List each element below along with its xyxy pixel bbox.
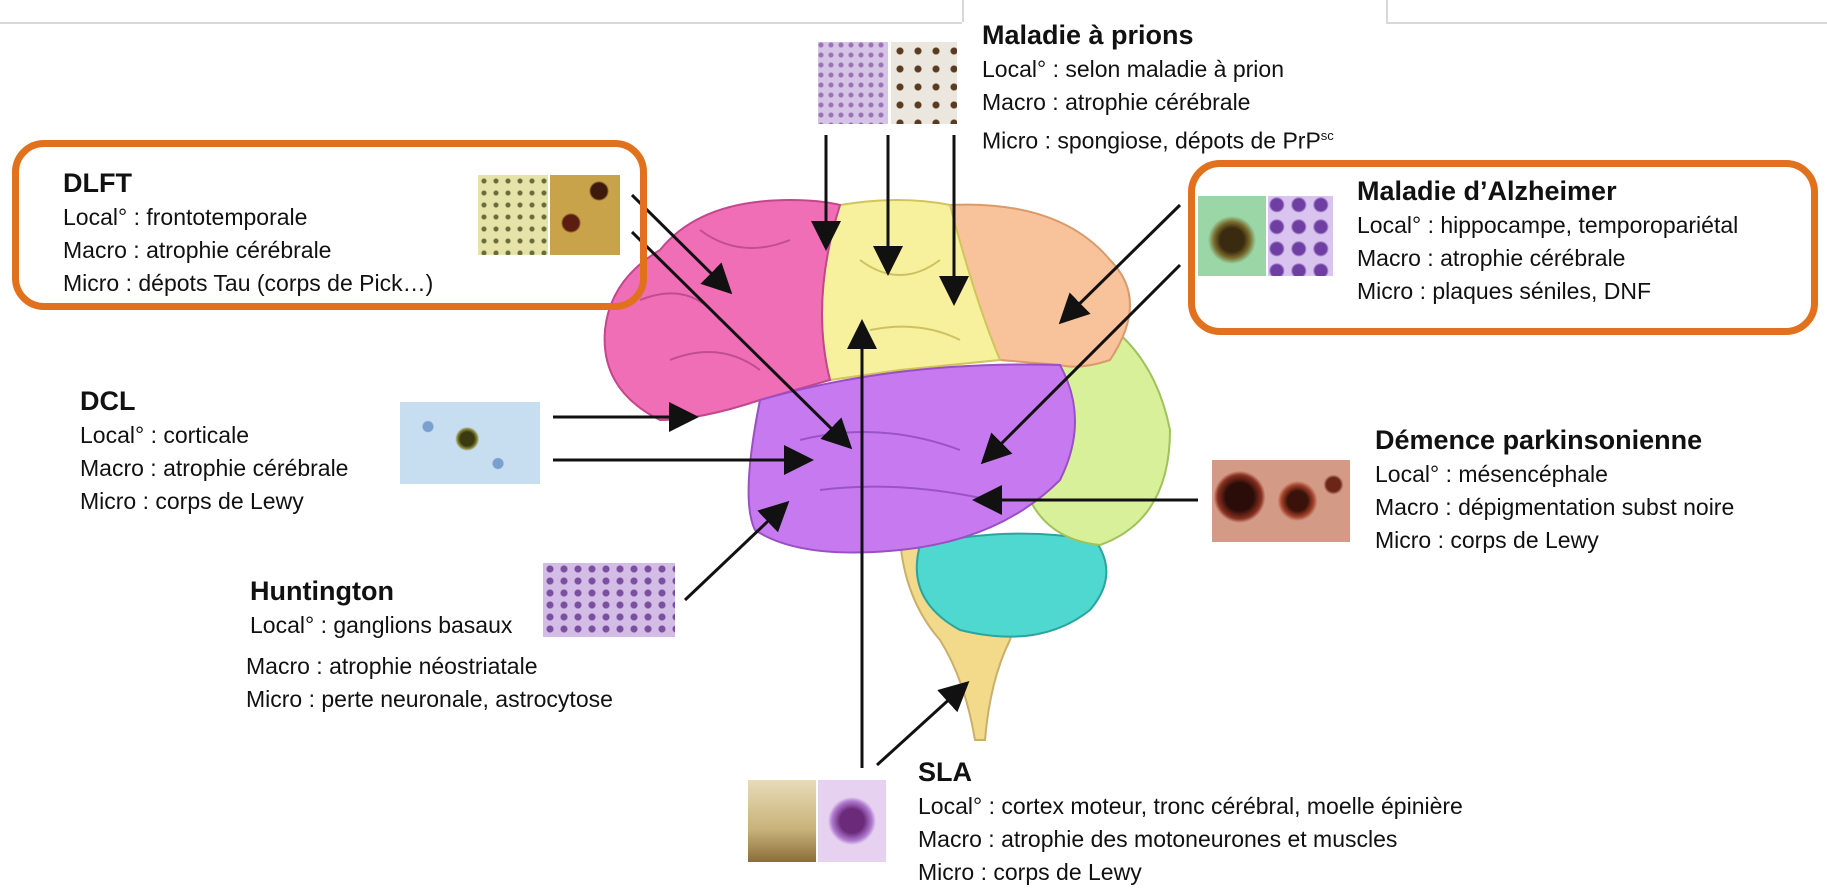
- parkinson-histology-image: [1212, 460, 1350, 542]
- arrow-sla-2: [877, 685, 965, 765]
- prions-immuno-image: [891, 42, 957, 124]
- sla-muscle-image: [748, 780, 816, 862]
- alzheimer-local: Local° : hippocampe, temporopariétal: [1357, 209, 1738, 242]
- huntington-details: Macro : atrophie néostriatale Micro : pe…: [246, 650, 613, 716]
- sla-block: SLA Local° : cortex moteur, tronc cérébr…: [918, 754, 1463, 889]
- prions-block: Maladie à prions Local° : selon maladie …: [982, 17, 1334, 158]
- dlft-pick-body-image: [550, 175, 620, 255]
- dcl-macro: Macro : atrophie cérébrale: [80, 452, 348, 485]
- prions-histology-image: [818, 42, 888, 124]
- alzheimer-title: Maladie d’Alzheimer: [1357, 173, 1738, 209]
- arrow-huntington: [685, 505, 785, 600]
- parkinson-micro: Micro : corps de Lewy: [1375, 524, 1734, 557]
- cerebellum: [917, 534, 1107, 637]
- dlft-macro: Macro : atrophie cérébrale: [63, 234, 433, 267]
- dlft-block: DLFT Local° : frontotemporale Macro : at…: [63, 165, 433, 300]
- dlft-local: Local° : frontotemporale: [63, 201, 433, 234]
- dcl-local: Local° : corticale: [80, 419, 348, 452]
- dcl-micro: Micro : corps de Lewy: [80, 485, 348, 518]
- sla-local: Local° : cortex moteur, tronc cérébral, …: [918, 790, 1463, 823]
- alzheimer-micro: Micro : plaques séniles, DNF: [1357, 275, 1738, 308]
- huntington-macro: Macro : atrophie néostriatale: [246, 650, 613, 683]
- dlft-histology-image: [478, 175, 548, 255]
- sla-title: SLA: [918, 754, 1463, 790]
- dlft-micro: Micro : dépots Tau (corps de Pick…): [63, 267, 433, 300]
- huntington-title: Huntington: [250, 573, 512, 609]
- alzheimer-block: Maladie d’Alzheimer Local° : hippocampe,…: [1357, 173, 1738, 308]
- alzheimer-tangle-image: [1268, 196, 1333, 276]
- prions-title: Maladie à prions: [982, 17, 1334, 53]
- dcl-block: DCL Local° : corticale Macro : atrophie …: [80, 383, 348, 518]
- dlft-title: DLFT: [63, 165, 433, 201]
- prions-local: Local° : selon maladie à prion: [982, 53, 1334, 86]
- parkinson-macro: Macro : dépigmentation subst noire: [1375, 491, 1734, 524]
- parkinson-block: Démence parkinsonienne Local° : mésencép…: [1375, 422, 1734, 557]
- dcl-title: DCL: [80, 383, 348, 419]
- prions-micro: Micro : spongiose, dépots de PrPsc: [982, 119, 1334, 158]
- huntington-block: Huntington Local° : ganglions basaux: [250, 573, 512, 642]
- huntington-local: Local° : ganglions basaux: [250, 609, 512, 642]
- prions-macro: Macro : atrophie cérébrale: [982, 86, 1334, 119]
- alzheimer-plaque-image: [1198, 196, 1266, 276]
- parkinson-title: Démence parkinsonienne: [1375, 422, 1734, 458]
- parkinson-local: Local° : mésencéphale: [1375, 458, 1734, 491]
- huntington-micro: Micro : perte neuronale, astrocytose: [246, 683, 613, 716]
- prions-micro-text: Micro : spongiose, dépots de PrP: [982, 128, 1321, 154]
- sla-neuron-image: [818, 780, 886, 862]
- dcl-histology-image: [400, 402, 540, 484]
- alzheimer-macro: Macro : atrophie cérébrale: [1357, 242, 1738, 275]
- huntington-histology-image: [543, 563, 675, 637]
- sla-macro: Macro : atrophie des motoneurones et mus…: [918, 823, 1463, 856]
- temporal-lobe: [749, 364, 1075, 552]
- sla-micro: Micro : corps de Lewy: [918, 856, 1463, 889]
- prions-micro-superscript: sc: [1321, 128, 1334, 143]
